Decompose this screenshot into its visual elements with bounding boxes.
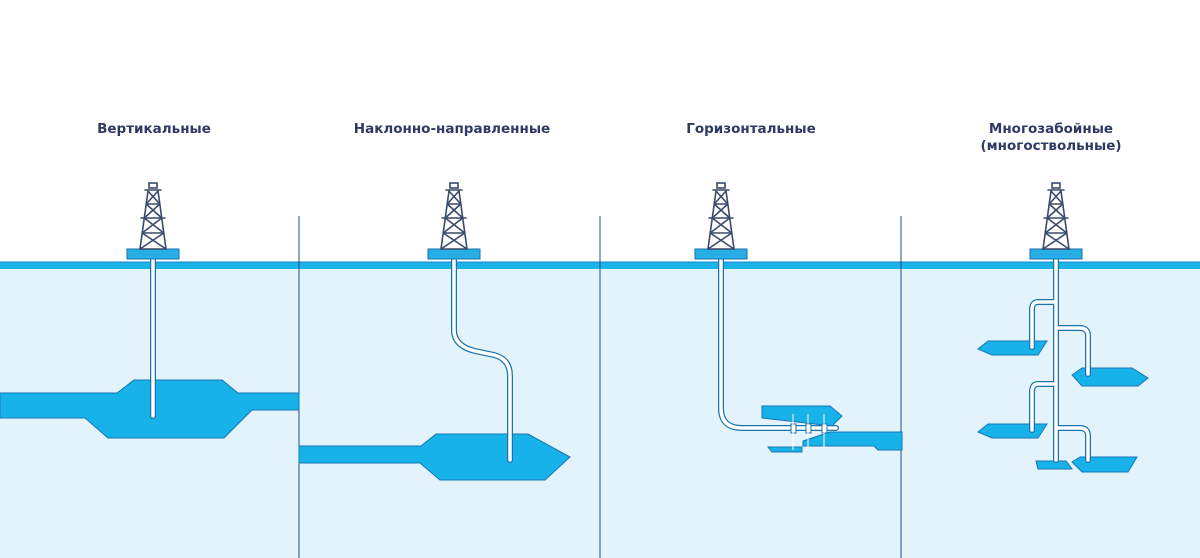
reservoir-horizontal-small xyxy=(766,446,803,453)
title-multilateral-line1: Многозабойные xyxy=(988,121,1114,137)
wellbores xyxy=(150,257,1091,463)
wellbore-multilateral xyxy=(1029,257,1091,463)
reservoir-horizontal-upper xyxy=(761,405,843,427)
panel-dividers xyxy=(298,216,902,558)
title-multilateral: Многозабойные (многоствольные) xyxy=(901,121,1200,155)
reservoir-multi-1 xyxy=(977,340,1048,356)
reservoir-vertical xyxy=(0,379,300,439)
derrick-icon xyxy=(126,182,180,260)
title-horizontal: Горизонтальные xyxy=(601,121,901,138)
wellbore-directional xyxy=(451,257,513,463)
derrick-icon xyxy=(694,182,748,260)
wellbore-horizontal xyxy=(718,257,839,431)
reservoir-multi-3 xyxy=(977,423,1048,439)
title-multilateral-line2: (многоствольные) xyxy=(980,138,1122,154)
derrick-icon xyxy=(427,182,481,260)
title-horizontal-line1: Горизонтальные xyxy=(686,121,816,137)
title-directional-line1: Наклонно-направленные xyxy=(353,121,551,137)
rigs xyxy=(126,182,1083,260)
title-vertical-line1: Вертикальные xyxy=(97,121,211,137)
title-vertical: Вертикальные xyxy=(4,121,304,138)
derrick-icon xyxy=(1029,182,1083,260)
reservoir-directional xyxy=(298,433,571,481)
reservoir-multi-5 xyxy=(1071,456,1138,473)
title-directional: Наклонно-направленные xyxy=(302,121,602,138)
reservoir-horizontal-lower xyxy=(802,431,903,451)
reservoir-multi-2 xyxy=(1071,367,1149,387)
perforation-markers xyxy=(790,414,828,450)
